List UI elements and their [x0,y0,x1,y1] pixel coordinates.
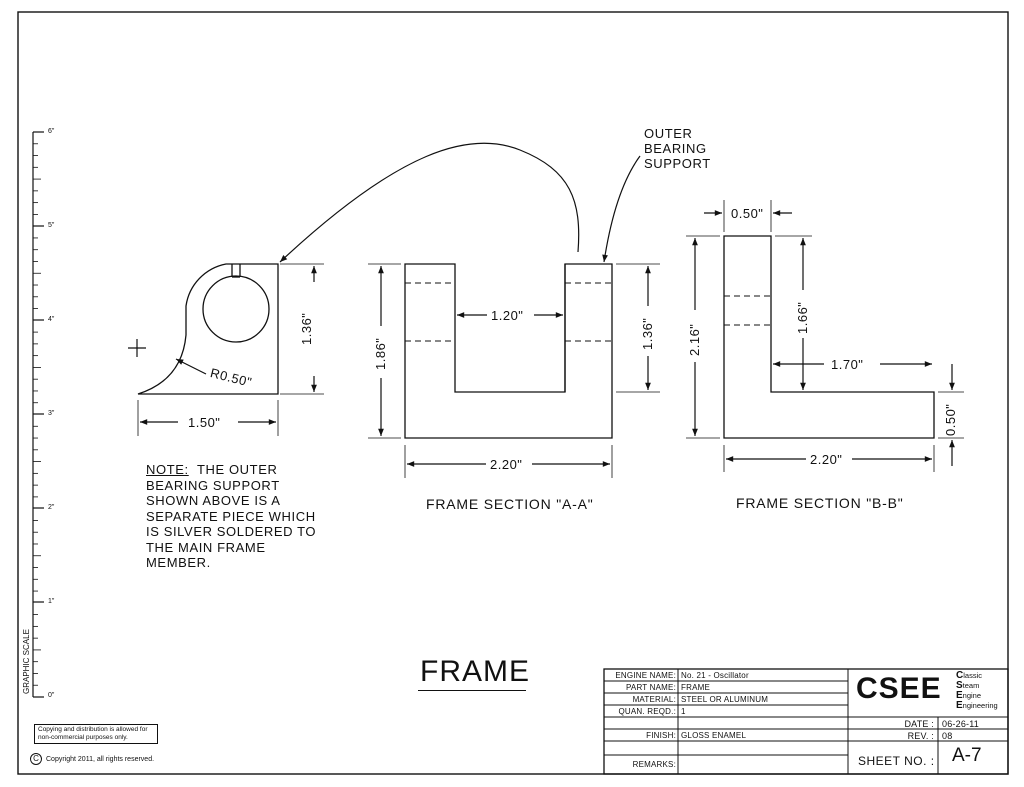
tb-rev-label: REV. : [907,731,934,741]
outer-bearing-callout: OUTER BEARING SUPPORT [644,126,711,171]
dim-bearing-height: 1.36" [299,312,314,345]
csee-logo-words: Classic Steam Engine Engineering [956,670,998,711]
tb-label-material: MATERIAL: [632,695,676,704]
tb-sheet-label: SHEET NO. : [858,754,935,768]
sheet-border [17,11,1009,775]
bearing-support-part [137,263,279,395]
dim-bb-width: 2.20" [810,452,843,467]
csee-logo: CSEE [856,672,942,705]
scale-tick-3: 3" [48,410,55,417]
tb-value-finish: GLOSS ENAMEL [681,731,747,740]
copyright-text: Copyright 2011, all rights reserved. [46,755,155,763]
dim-bb-thick: 0.50" [943,403,958,436]
note-line: THE OUTER [196,462,278,477]
scale-tick-6: 6" [48,128,55,135]
dim-aa-right-height: 1.36" [640,317,655,350]
graphic-scale-label: GRAPHIC SCALE [22,629,31,694]
scale-tick-1: 1" [48,598,55,605]
note-line: MEMBER. [146,555,211,570]
tb-value-quantity: 1 [681,707,686,716]
assembly-note: NOTE: THE OUTER BEARING SUPPORT SHOWN AB… [146,462,316,571]
copyright: C Copyright 2011, all rights reserved. [30,753,154,765]
copy-notice: Copying and distribution is allowed for … [34,724,158,744]
dim-bb-top: 0.50" [731,206,764,221]
tb-value-part: FRAME [681,683,710,692]
title-underline [418,690,526,691]
tb-value-material: STEEL OR ALUMINUM [681,695,769,704]
tb-label-part: PART NAME: [625,683,676,692]
scale-tick-4: 4" [48,316,55,323]
copyright-icon: C [30,753,42,765]
section-aa-part [404,263,613,439]
tb-sheet-value: A-7 [952,745,982,766]
tb-rev-value: 08 [942,731,953,741]
section-bb-part [723,235,935,439]
drawing-title: FRAME [420,655,530,688]
scale-tick-5: 5" [48,222,55,229]
dim-aa-width: 2.20" [490,457,523,472]
tb-label-remarks: REMARKS: [632,760,676,769]
note-line: SHOWN ABOVE IS A [146,493,281,508]
dim-bb-height: 2.16" [687,323,702,356]
note-line: SEPARATE PIECE WHICH [146,508,316,524]
dim-aa-gap: 1.20" [491,308,524,323]
note-line: IS SILVER SOLDERED TO [146,524,317,539]
note-line: BEARING SUPPORT [146,477,280,493]
dim-bearing-width: 1.50" [188,415,221,430]
section-aa-label: FRAME SECTION "A-A" [426,496,594,512]
dim-bb-arm: 1.70" [831,357,864,372]
tb-label-quantity: QUAN. REQD.: [618,707,676,716]
graphic-scale [32,131,44,698]
dim-bb-inner: 1.66" [795,301,810,334]
scale-tick-0: 0" [48,692,55,699]
tb-label-engine: ENGINE NAME: [615,671,676,680]
scale-tick-2: 2" [48,504,55,511]
tb-label-finish: FINISH: [646,731,676,740]
note-heading: NOTE: [146,462,189,477]
note-line: THE MAIN FRAME [146,539,266,555]
section-bb-label: FRAME SECTION "B-B" [736,495,904,511]
dim-aa-height: 1.86" [373,337,388,370]
tb-date-label: DATE : [904,719,934,729]
title-block-grid [603,668,1009,775]
tb-value-engine: No. 21 - Oscillator [681,671,749,680]
tb-date-value: 06-26-11 [942,719,979,729]
